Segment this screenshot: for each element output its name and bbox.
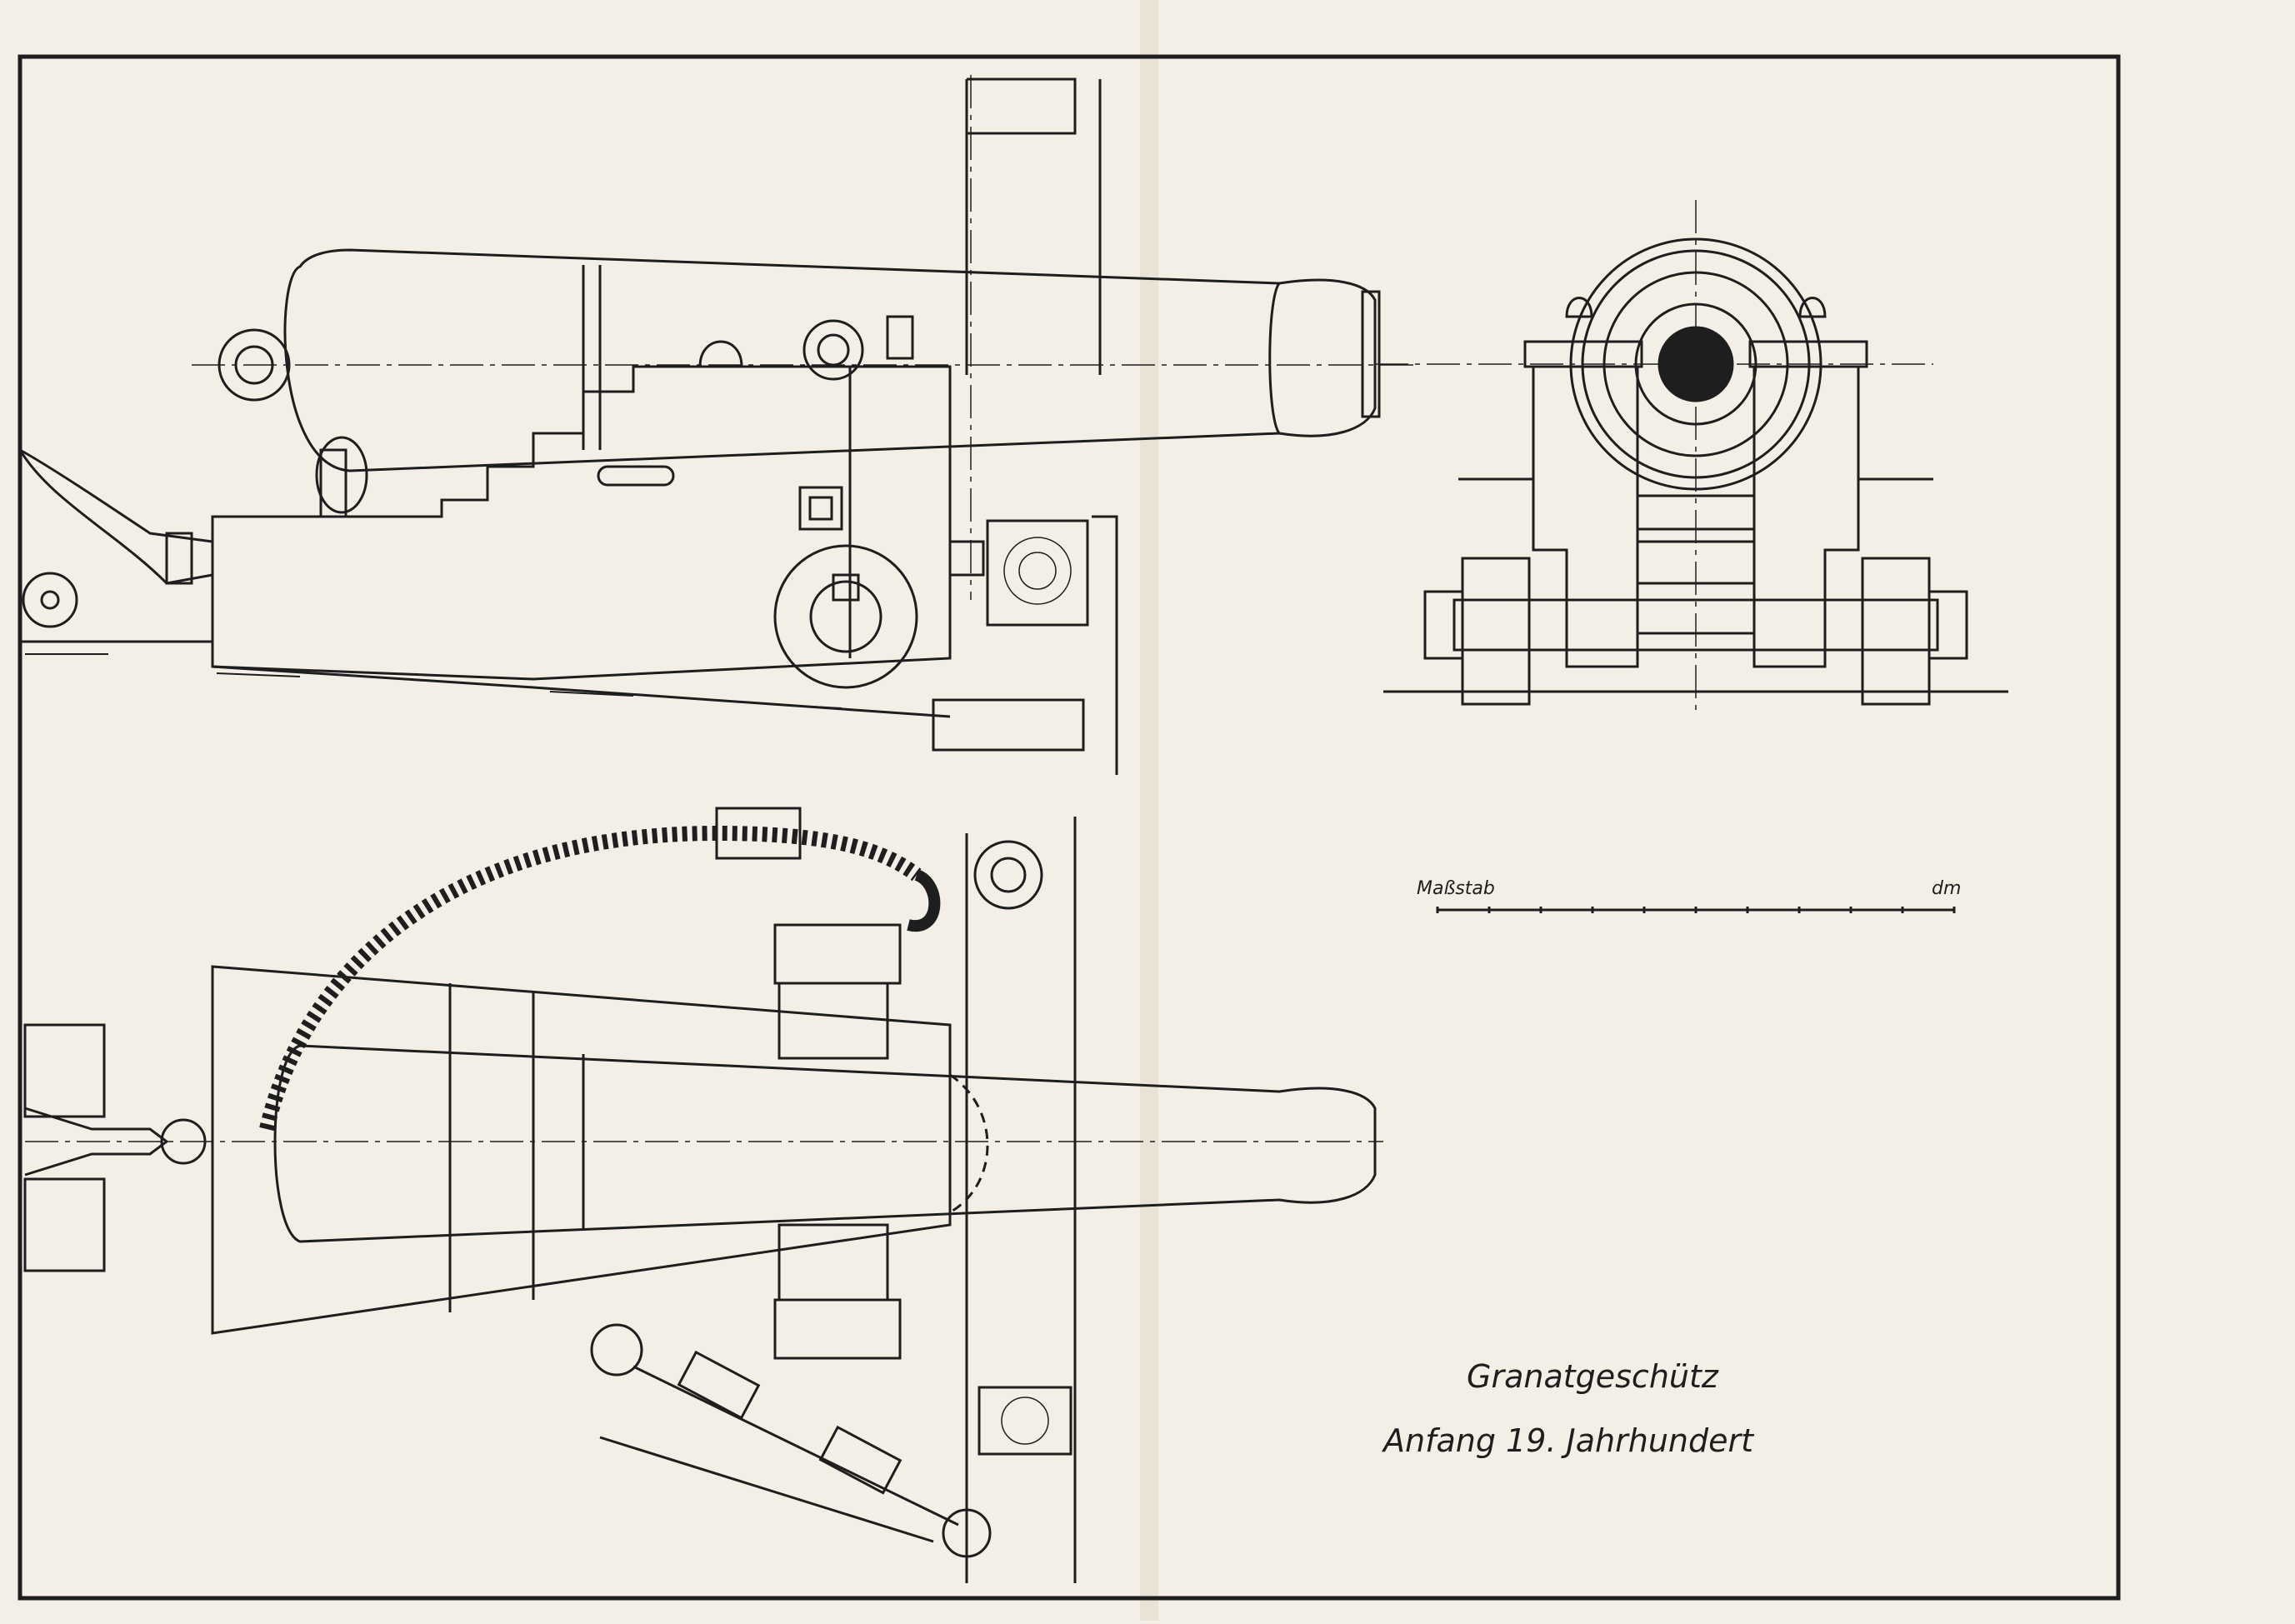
left-truck-wheel <box>1461 557 1531 706</box>
left-capsquare <box>1565 297 1593 318</box>
sill-timber-section <box>986 519 1089 627</box>
right-truck-wheel <box>1861 557 1931 706</box>
lower-timber <box>932 698 1085 752</box>
scale-bar-label: Maßstab <box>1417 878 1495 899</box>
tackle-block-lower <box>818 1425 902 1495</box>
capsquare-bolt <box>886 315 914 360</box>
rear-truck-wheel <box>22 572 78 628</box>
front-elevation-view <box>1375 200 2008 717</box>
top-plan-view <box>23 807 1383 1583</box>
capsquare-eye <box>698 340 743 367</box>
carriage-side <box>211 365 952 681</box>
upper-timber <box>967 77 1077 135</box>
barrel-plan <box>273 1044 1377 1243</box>
deck-hatching <box>25 653 842 709</box>
hull-ring-bolt <box>973 840 1043 910</box>
breeching-rope <box>259 825 922 1132</box>
drawing-frame <box>18 54 2121 1601</box>
hull-plank <box>1092 515 1118 775</box>
plan-timber-section <box>978 1386 1072 1456</box>
trunnion-cap <box>802 319 864 381</box>
carriage-plan <box>211 965 952 1335</box>
front-wheel-hub <box>809 580 882 653</box>
right-trunnion-block <box>773 1298 902 1360</box>
barrel-side <box>283 248 1377 472</box>
left-cheek-top <box>1523 340 1643 368</box>
rear-handspike <box>18 448 214 585</box>
left-axle-end <box>1423 590 1464 660</box>
cascabel-ring <box>218 328 291 402</box>
scale-bar: Maßstab dm <box>1417 878 1961 913</box>
rear-truck-lower <box>23 1177 106 1272</box>
rear-bracket <box>165 532 193 585</box>
drawing-title: Granatgeschütz <box>1467 1358 1719 1395</box>
square-bolt-head <box>798 486 843 531</box>
breech-ring <box>315 436 368 514</box>
bore-opening <box>1658 326 1734 402</box>
paper-fold <box>1140 0 1158 1621</box>
rope-eye <box>907 869 941 932</box>
barrel-muzzle-swell <box>1268 282 1281 434</box>
axle-end <box>948 540 985 577</box>
drawing-subtitle: Anfang 19. Jahrhundert <box>1381 1422 1755 1459</box>
muzzle-outer-ring <box>1569 237 1822 491</box>
upper-transom <box>1636 494 1756 531</box>
left-cheek <box>1532 365 1639 668</box>
scale-bar-unit: dm <box>1932 878 1961 899</box>
rear-ring-bolt <box>319 448 348 518</box>
tackle-fall <box>632 1365 959 1527</box>
front-axle <box>1452 598 1939 652</box>
left-capsquare-plan <box>778 982 889 1060</box>
lower-transom <box>1636 540 1756 635</box>
cascabel-eye-plan <box>160 1118 207 1165</box>
side-slot <box>597 465 675 487</box>
rope-seizing <box>715 807 802 860</box>
right-capsquare-plan <box>778 1223 889 1302</box>
left-trunnion-block <box>773 923 902 985</box>
rear-truck-upper <box>23 1023 106 1118</box>
side-elevation-view <box>18 75 1417 775</box>
scale-bar-ticks <box>1436 907 1956 913</box>
rear-hook <box>24 1107 169 1177</box>
right-capsquare <box>1798 297 1827 318</box>
front-truck-wheel <box>773 544 918 689</box>
tackle-block-upper <box>677 1350 761 1420</box>
right-axle-end <box>1928 590 1968 660</box>
tackle-ring <box>590 1323 643 1377</box>
right-cheek <box>1752 365 1860 668</box>
barrel-muzzle-face <box>1361 290 1381 418</box>
muzzle-face <box>1634 302 1758 426</box>
right-cheek-top <box>1748 340 1868 368</box>
